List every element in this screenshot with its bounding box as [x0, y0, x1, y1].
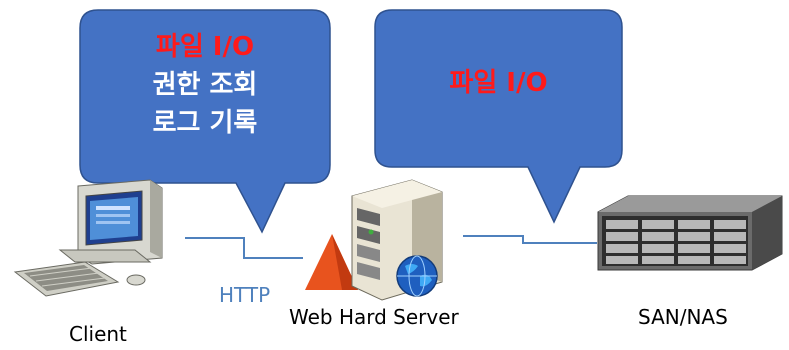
warning-triangle-icon [305, 234, 358, 290]
server-label: Web Hard Server [289, 305, 459, 329]
right-bubble-line-file-io: 파일 I/O [449, 68, 548, 98]
connector-server-storage [463, 235, 597, 244]
client-label: Client [69, 322, 127, 346]
left-bubble-line-file-io: 파일 I/O [155, 32, 255, 62]
right-bubble-text: 파일 I/O [375, 64, 622, 102]
computer-icon [13, 179, 163, 297]
left-bubble-line-logging: 로그 기록 [152, 108, 258, 138]
storage-label: SAN/NAS [638, 305, 728, 329]
left-bubble-text: 파일 I/O 권한 조회 로그 기록 [80, 28, 330, 142]
storage-array-icon [597, 195, 783, 271]
left-speech-bubble [79, 9, 331, 234]
connector-client-server [185, 237, 303, 259]
left-bubble-line-permission: 권한 조회 [152, 70, 258, 100]
http-label: HTTP [219, 283, 271, 307]
globe-icon [396, 255, 438, 297]
right-speech-bubble [374, 9, 623, 224]
